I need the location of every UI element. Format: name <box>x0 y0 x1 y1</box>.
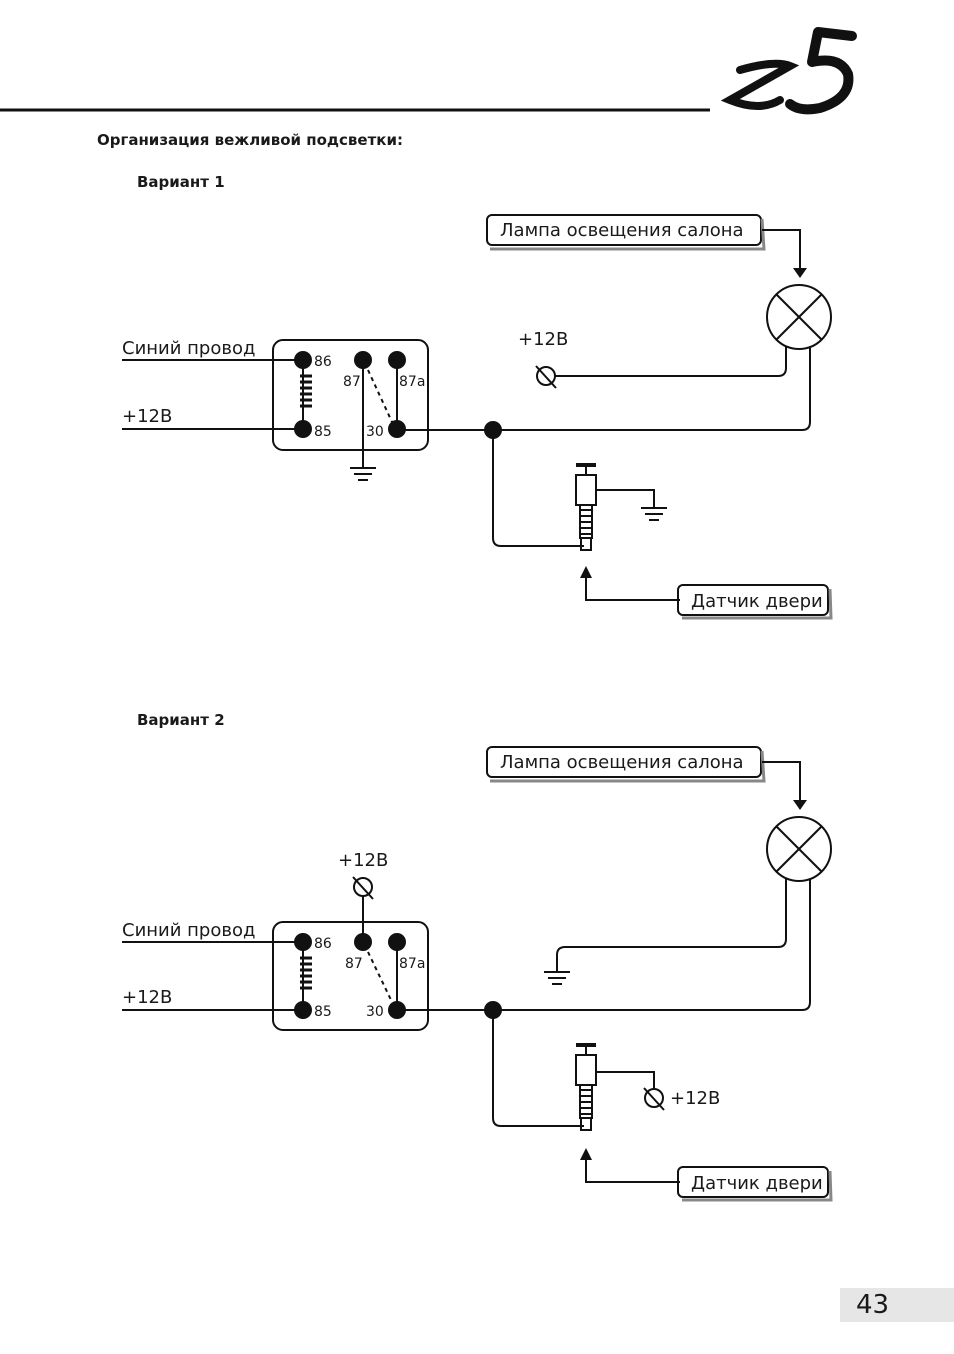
pin-87a: 87а <box>399 374 425 390</box>
pin-87a: 87а <box>399 956 425 972</box>
door-label: Датчик двери <box>691 591 823 612</box>
fuse-icon-switch <box>644 1088 664 1108</box>
pin-87: 87 <box>343 374 361 390</box>
plus12-fuse-label: +12В <box>518 329 568 350</box>
lamp-icon <box>766 816 832 882</box>
door-label: Датчик двери <box>691 1173 823 1194</box>
plus12-top-label: +12В <box>338 850 388 871</box>
z5-logo <box>0 27 857 115</box>
variant2-title: Вариант 2 <box>137 711 225 729</box>
page-number: 43 <box>840 1288 954 1322</box>
pin-86: 86 <box>314 936 332 952</box>
section-title: Организация вежливой подсветки: <box>97 131 403 149</box>
lamp-label-box <box>486 214 762 246</box>
variant1-title: Вариант 1 <box>137 173 225 191</box>
variant1-diagram: Лампа освещения салона Датчик двери Сини… <box>122 214 833 620</box>
relay-box <box>272 339 429 451</box>
blue-wire-label: Синий провод <box>122 920 255 941</box>
lamp-icon <box>766 284 832 350</box>
pin-87: 87 <box>345 956 363 972</box>
plus12-left-label: +12В <box>122 987 172 1008</box>
pin-30: 30 <box>366 424 384 440</box>
plus12-switch-label: +12В <box>670 1088 720 1109</box>
fuse-icon <box>536 366 556 386</box>
relay-box <box>272 921 429 1031</box>
pin-86: 86 <box>314 354 332 370</box>
variant2-diagram: Лампа освещения салона Датчик двери Сини… <box>122 746 833 1202</box>
lamp-label: Лампа освещения салона <box>500 220 744 241</box>
plus12-left-label: +12В <box>122 406 172 427</box>
door-label-box <box>677 1166 829 1198</box>
door-label-box <box>677 584 829 616</box>
door-switch <box>575 1054 597 1086</box>
pin-85: 85 <box>314 424 332 440</box>
lamp-label-box <box>486 746 762 778</box>
pin-85: 85 <box>314 1004 332 1020</box>
door-switch <box>575 474 597 506</box>
pin-30: 30 <box>366 1004 384 1020</box>
lamp-label: Лампа освещения салона <box>500 752 744 773</box>
blue-wire-label: Синий провод <box>122 338 255 359</box>
